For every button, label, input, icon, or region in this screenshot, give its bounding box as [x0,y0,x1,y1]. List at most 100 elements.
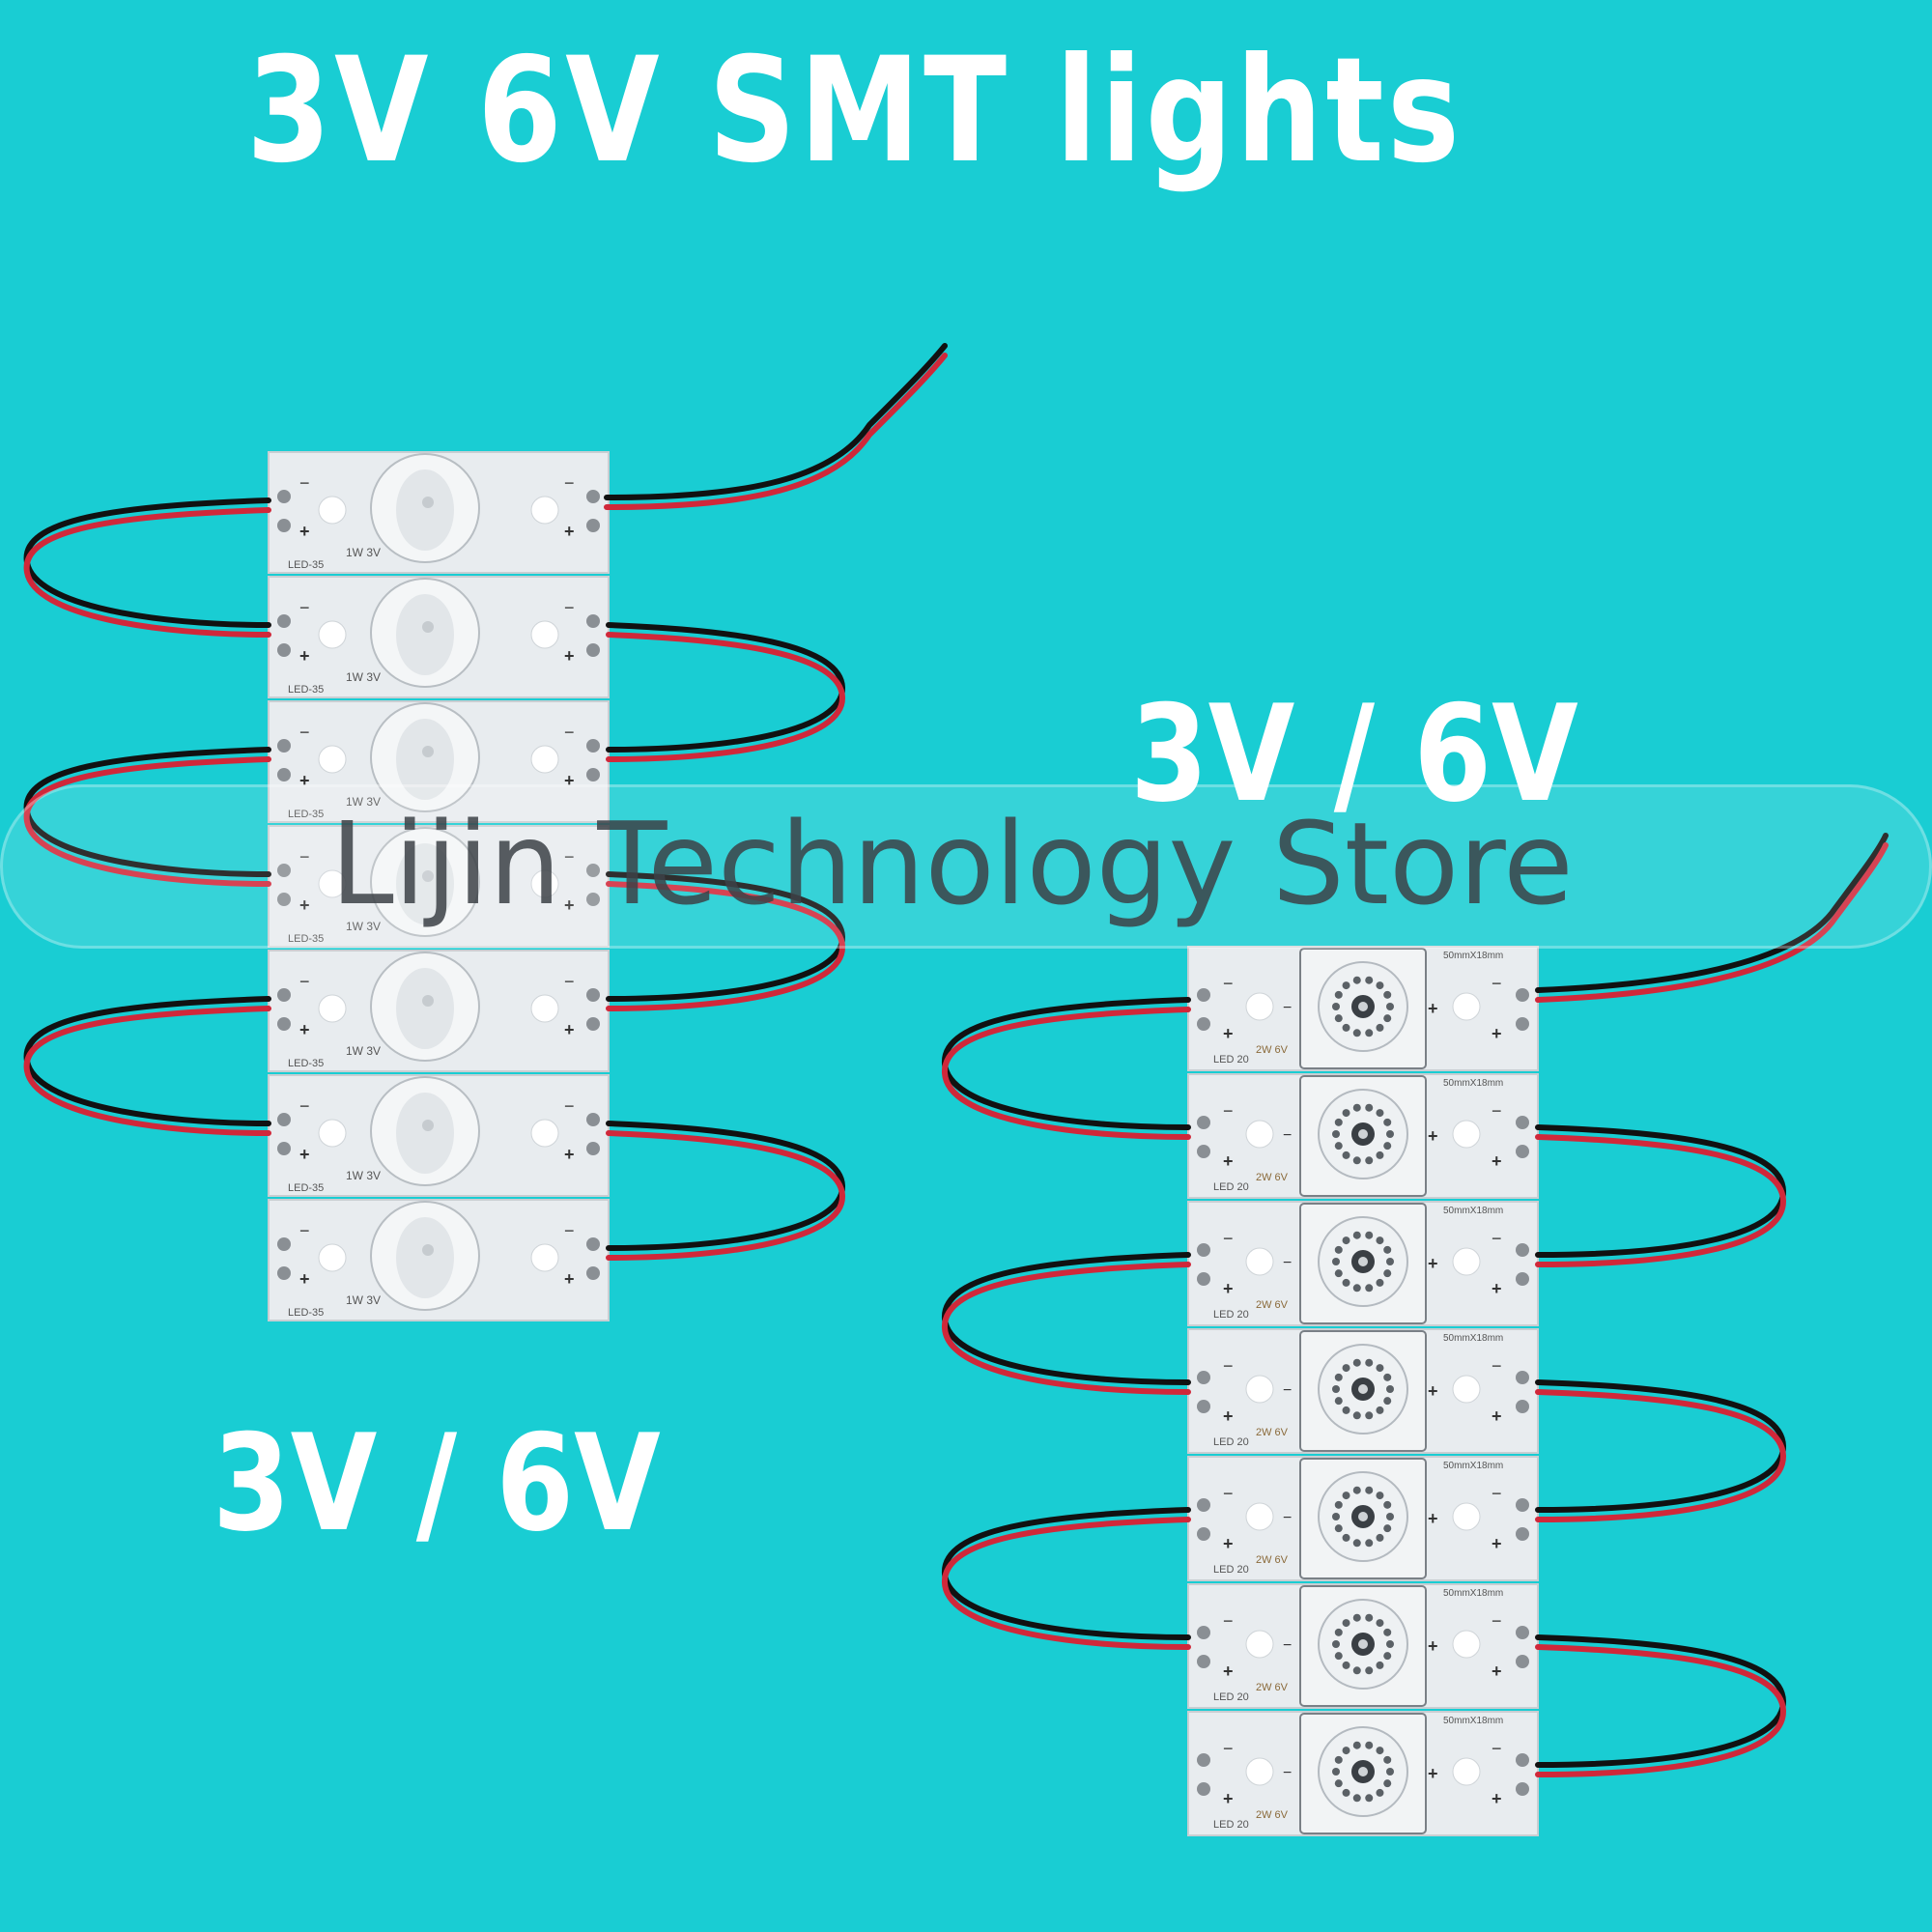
lens-ridge [1352,1613,1361,1622]
lens-ridge [1376,981,1384,990]
wire-loop [23,497,271,638]
led-chip [530,1119,559,1148]
module-label: LED-35 [288,1182,324,1194]
solder-pad [277,1017,291,1031]
lens-ridge [1376,1364,1384,1373]
lens-ridge [1376,1236,1384,1245]
minus-sign: − [1283,1000,1292,1016]
solder-pad [1197,988,1210,1002]
size-label: 50mmX18mm [1443,1333,1503,1344]
minus-sign: − [564,972,575,991]
lens-highlight [396,1217,454,1298]
lens-ridge [1334,1628,1343,1636]
wire-loop [941,997,1191,1140]
led-chip [1452,1375,1481,1404]
solder-pad [1516,1272,1529,1286]
module-label: LED-35 [288,809,324,820]
lens-ridge [1332,1640,1340,1648]
wire-red [941,1517,1191,1650]
module-label: LED 20 [1213,1691,1249,1703]
minus-sign: − [1492,1229,1502,1248]
plus-sign: + [1223,1024,1234,1043]
plus-sign: + [564,771,575,790]
led-chip [1245,1375,1274,1404]
power-label: 1W 3V [346,920,381,933]
minus-sign: − [299,598,310,617]
minus-sign: − [564,723,575,742]
solder-pad [277,768,291,781]
solder-pad [1516,1371,1529,1384]
lens-highlight [396,843,454,924]
plus-sign: + [564,522,575,541]
plus-sign: + [1223,1789,1234,1808]
module-label: LED 20 [1213,1436,1249,1448]
lens-highlight [396,469,454,551]
wire-red [1535,1644,1787,1777]
lens-ridge [1334,1014,1343,1023]
led-chip [1245,1502,1274,1531]
lens-ridge [1352,1794,1361,1803]
lens-ridge [1352,1666,1361,1675]
minus-sign: − [299,1096,310,1116]
solder-pad [1197,1782,1210,1796]
module-label: LED 20 [1213,1181,1249,1193]
power-label: 2W 6V [1256,1044,1289,1056]
solder-pad [1516,1626,1529,1639]
wire-red [604,353,948,510]
minus-sign: − [1223,974,1234,993]
lens-ridge [1352,1284,1361,1293]
minus-sign: − [1492,1484,1502,1503]
minus-sign: − [1223,1739,1234,1758]
solder-pad [1197,1017,1210,1031]
plus-sign: + [1223,1279,1234,1298]
lens-ridge [1342,1364,1350,1373]
solder-pad [586,1113,600,1126]
lens-ridge [1352,1103,1361,1112]
power-label: 1W 3V [346,546,381,559]
solder-pad [1197,1400,1210,1413]
watermark-banner [0,784,1932,949]
wire-loop [1535,1634,1787,1777]
wire-red [1535,1389,1787,1522]
plus-sign: + [299,646,310,666]
led-chip [318,1243,347,1272]
solder-pad [277,1113,291,1126]
lens-ridge [1365,1103,1374,1112]
solder-pad [586,1142,600,1155]
lead-wire [604,343,948,510]
lens-ridge [1365,1613,1374,1622]
solder-pad [277,739,291,753]
lens-ridge [1334,1118,1343,1126]
lens-ridge [1342,1023,1350,1032]
plus-sign: + [1492,1662,1502,1681]
plus-sign: + [1428,1636,1438,1656]
module-label: LED-35 [288,1058,324,1069]
lens-ridge [1376,1788,1384,1797]
minus-sign: − [564,598,575,617]
solder-pad [586,643,600,657]
wire-loop [606,871,846,1011]
lens-ridge [1365,1539,1374,1548]
lens-core [1358,1767,1368,1776]
lens-ridge [1334,1524,1343,1533]
minus-sign: − [1223,1229,1234,1248]
lens-center [422,497,434,508]
wire-red [1535,1134,1787,1267]
lens-ridge [1332,1768,1340,1776]
lens-ridge [1352,1741,1361,1749]
solder-pad [586,988,600,1002]
lens-highlight [396,594,454,675]
lens-ridge [1386,1640,1394,1648]
solder-pad [1516,1400,1529,1413]
lens-center [422,621,434,633]
solder-pad [277,614,291,628]
led-chip [318,620,347,649]
solder-pad [586,614,600,628]
led-chip [1245,992,1274,1021]
lens-ridge [1332,1003,1340,1010]
